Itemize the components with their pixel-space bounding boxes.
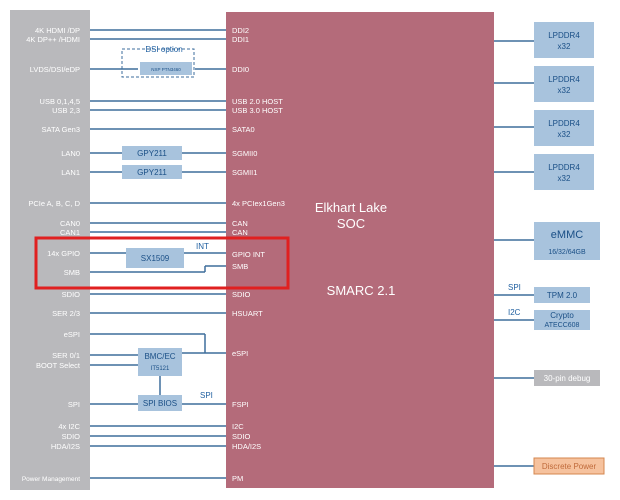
discrete-power-block xyxy=(533,457,605,475)
left-label: USB 0,1,4,5 xyxy=(40,97,80,106)
gpy211-label-2: GPY211 xyxy=(137,168,167,177)
soc-label: SMB xyxy=(232,262,248,271)
crypto-chip xyxy=(534,310,590,330)
soc-label: CAN xyxy=(232,228,248,237)
lpddr4-chip-2 xyxy=(534,66,594,102)
left-label: SMB xyxy=(64,268,80,277)
int-label: INT xyxy=(196,242,209,251)
lpddr4-label: LPDDR4 xyxy=(548,119,580,128)
left-label: USB 2,3 xyxy=(52,106,80,115)
bmc-ec-chip xyxy=(138,348,182,376)
bmc-part-label: IT5121 xyxy=(151,366,170,372)
left-label: CAN0 xyxy=(60,219,80,228)
emmc-capacity: 16/32/64GB xyxy=(548,249,586,256)
left-label: 4K DP++ /HDMI xyxy=(26,35,80,44)
ptn3460-label: NXP PTN3460 xyxy=(151,67,181,72)
lpddr4-chip-1 xyxy=(534,22,594,58)
soc-label: eSPI xyxy=(232,349,248,358)
tpm-label: TPM 2.0 xyxy=(547,291,578,300)
soc-label: CAN xyxy=(232,219,248,228)
spi-bios-chip xyxy=(138,395,182,411)
lpddr4-width: x32 xyxy=(558,174,571,183)
lpddr4-label: LPDDR4 xyxy=(548,163,580,172)
soc-subtitle: SOC xyxy=(337,216,365,231)
soc-label: SGMII1 xyxy=(232,168,257,177)
soc-label: USB 2.0 HOST xyxy=(232,97,283,106)
left-label: SDIO xyxy=(62,290,81,299)
lpddr4-width: x32 xyxy=(558,130,571,139)
dsi-option-group xyxy=(121,48,195,78)
crypto-label: Crypto xyxy=(550,311,574,320)
soc-label: SATA0 xyxy=(232,125,255,134)
soc-label: USB 3.0 HOST xyxy=(232,106,283,115)
soc-label: DDI1 xyxy=(232,35,249,44)
bmc-label: BMC/EC xyxy=(144,352,175,361)
soc-label: SDIO xyxy=(232,432,251,441)
soc-label: DDI2 xyxy=(232,26,249,35)
left-label: CAN1 xyxy=(60,228,80,237)
lpddr4-label: LPDDR4 xyxy=(548,31,580,40)
tpm-chip xyxy=(534,287,590,303)
soc-block xyxy=(226,12,494,488)
lpddr4-chip-3 xyxy=(534,110,594,146)
highlight-box xyxy=(34,236,290,290)
sx1509-chip xyxy=(126,248,184,268)
soc-labels: DDI2 DDI1 DDI0 USB 2.0 HOST USB 3.0 HOST… xyxy=(232,26,285,483)
left-label: PCIe A, B, C, D xyxy=(28,199,80,208)
lpddr4-width: x32 xyxy=(558,42,571,51)
debug-label: 30-pin debug xyxy=(544,374,591,383)
dsi-option-label: DSI option xyxy=(145,45,182,54)
left-label: eSPI xyxy=(64,330,80,339)
left-label: 4x I2C xyxy=(58,422,80,431)
left-label: Power Management xyxy=(22,476,80,483)
soc-label: HDA/I2S xyxy=(232,442,261,451)
soc-label: GPIO INT xyxy=(232,250,265,259)
left-label: SDIO xyxy=(62,432,81,441)
left-label: 4K HDMI /DP xyxy=(35,26,80,35)
soc-label: PM xyxy=(232,474,243,483)
crypto-part: ATECC608 xyxy=(545,322,580,329)
soc-title: Elkhart Lake xyxy=(315,200,387,215)
emmc-label: eMMC xyxy=(551,229,583,241)
lpddr4-width: x32 xyxy=(558,86,571,95)
left-label: LAN1 xyxy=(61,168,80,177)
i2c-label-right: I2C xyxy=(508,308,521,317)
left-label: LVDS/DSI/eDP xyxy=(30,65,80,74)
smarc-label: SMARC 2.1 xyxy=(327,283,396,298)
lpddr4-chip-4 xyxy=(534,154,594,190)
left-label: SER 0/1 xyxy=(52,351,80,360)
soc-label: I2C xyxy=(232,422,244,431)
soc-label: FSPI xyxy=(232,400,249,409)
soc-label: SDIO xyxy=(232,290,251,299)
sx1509-label: SX1509 xyxy=(141,254,170,263)
emmc-chip xyxy=(534,222,600,260)
left-label: SER 2/3 xyxy=(52,309,80,318)
gpy211-label-1: GPY211 xyxy=(137,149,167,158)
spi-label-right: SPI xyxy=(508,283,521,292)
left-label: HDA/I2S xyxy=(51,442,80,451)
ptn3460-bridge-chip xyxy=(140,62,192,75)
gpy211-chip-lan1 xyxy=(122,165,182,179)
debug-header xyxy=(534,370,600,386)
soc-label: HSUART xyxy=(232,309,263,318)
left-label: LAN0 xyxy=(61,149,80,158)
lpddr4-label: LPDDR4 xyxy=(548,75,580,84)
soc-label: DDI0 xyxy=(232,65,249,74)
soc-label: 4x PCIex1Gen3 xyxy=(232,199,285,208)
soc-label: SGMII0 xyxy=(232,149,257,158)
left-labels: 4K HDMI /DP 4K DP++ /HDMI LVDS/DSI/eDP U… xyxy=(22,26,81,483)
smarc-connector-block xyxy=(10,10,90,490)
left-label: 14x GPIO xyxy=(47,249,80,258)
left-label: BOOT Select xyxy=(36,361,81,370)
left-label: SATA Gen3 xyxy=(42,125,81,134)
discrete-power-label: Discrete Power xyxy=(542,462,597,471)
gpy211-chip-lan0 xyxy=(122,146,182,160)
connection-lines xyxy=(90,29,534,479)
left-label: SPI xyxy=(68,400,80,409)
spi-label-left: SPI xyxy=(200,391,213,400)
spi-bios-label: SPI BIOS xyxy=(143,399,177,408)
